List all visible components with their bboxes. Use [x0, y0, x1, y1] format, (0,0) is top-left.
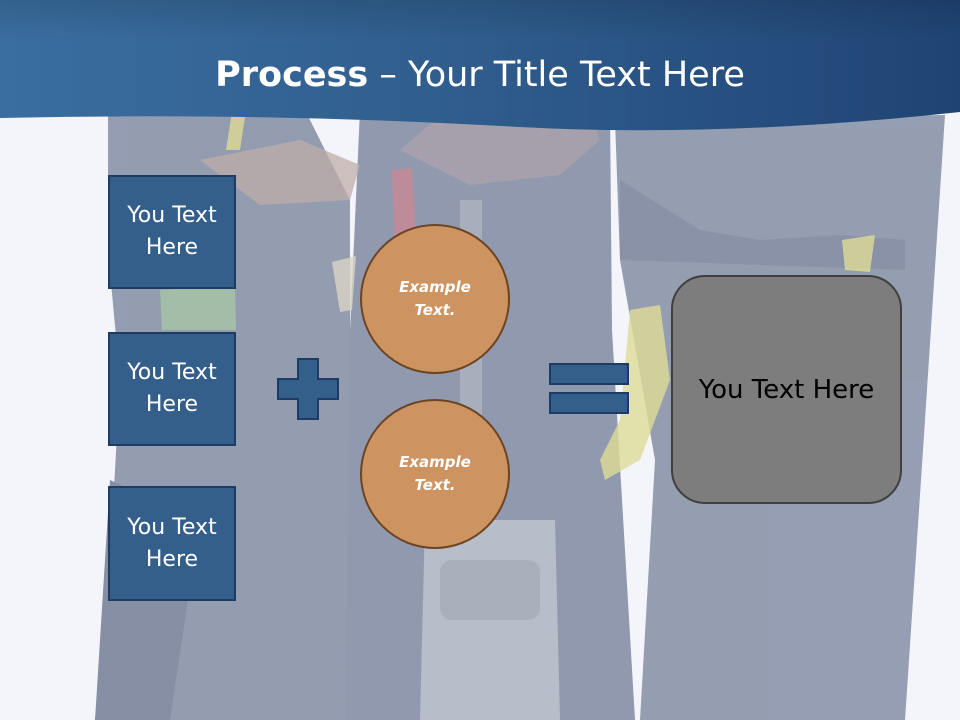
text-box-2-label: You Text Here [127, 357, 216, 421]
example-circle-2-line1: Example [399, 453, 471, 471]
title-rest: – Your Title Text Here [368, 55, 745, 95]
text-box-3-line1: You Text [127, 514, 217, 540]
example-circle-1-label: Example Text. [380, 276, 490, 322]
text-box-2[interactable]: You Text Here [108, 332, 236, 446]
example-circle-2-line2: Text. [414, 476, 456, 494]
text-box-1-label: You Text Here [127, 200, 216, 264]
text-box-1-line2: Here [145, 235, 199, 260]
example-circle-2-label: Example Text. [380, 451, 490, 497]
page-title: Process – Your Title Text Here [0, 50, 960, 100]
equals-icon [549, 363, 629, 414]
text-box-1[interactable]: You Text Here [108, 175, 236, 289]
result-box[interactable]: You Text Here [671, 275, 902, 504]
example-circle-1[interactable]: Example Text. [360, 224, 510, 374]
text-box-3-label: You Text Here [127, 512, 216, 576]
example-circle-1-line2: Text. [414, 301, 456, 319]
text-box-3-line2: Here [145, 546, 199, 572]
example-circle-1-line1: Example [399, 278, 471, 296]
text-box-2-line1: You Text [127, 360, 217, 385]
title-bold: Process [215, 55, 369, 95]
text-box-3[interactable]: You Text Here [108, 486, 236, 601]
text-box-2-line2: Here [145, 392, 199, 417]
text-box-1-line1: You Text [127, 203, 217, 228]
example-circle-2[interactable]: Example Text. [360, 399, 510, 549]
plus-icon [277, 358, 339, 420]
result-box-label: You Text Here [698, 374, 875, 405]
